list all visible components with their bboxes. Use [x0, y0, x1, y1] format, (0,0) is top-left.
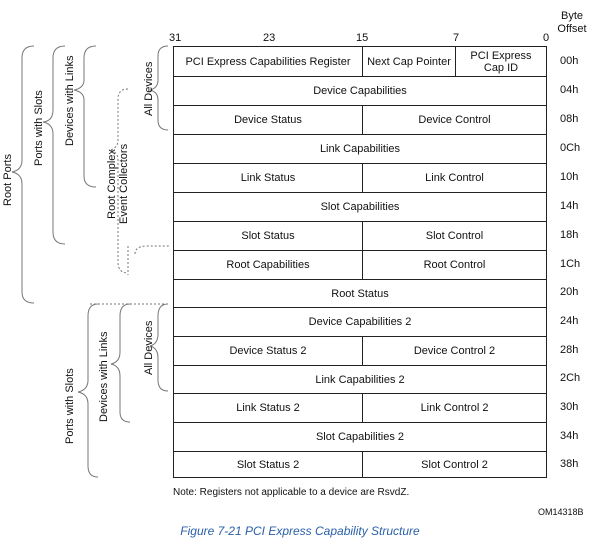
register-cell: Device Status — [234, 114, 302, 126]
bit-label-0: 0 — [543, 32, 550, 44]
dashed-connector-rc-top — [134, 245, 170, 255]
register-row-00h: PCI Express Capabilities Register Next C… — [174, 47, 546, 76]
offset-label: 20h — [560, 286, 579, 298]
label-rc-event-collectors: Root Complex Event Collectors — [106, 144, 130, 224]
offset-label: 30h — [560, 401, 579, 413]
label-ports-with-slots-top: Ports with Slots — [33, 90, 45, 166]
label-devices-with-links-top: Devices with Links — [64, 55, 76, 146]
bit-label-31: 31 — [169, 32, 182, 44]
register-cell: Root Control — [362, 251, 546, 279]
label-root-ports: Root Ports — [2, 154, 14, 206]
register-cell: Link Control — [362, 164, 546, 192]
register-cell: Slot Control — [362, 222, 546, 250]
register-row-04h: Device Capabilities — [174, 76, 546, 105]
register-row-20h: Root Status — [174, 279, 546, 307]
register-cell: Device Capabilities 2 — [308, 316, 412, 328]
footnote: Note: Registers not applicable to a devi… — [173, 487, 410, 498]
register-row-24h: Device Capabilities 2 — [174, 307, 546, 336]
offset-label: 1Ch — [560, 258, 581, 270]
bit-label-23: 23 — [263, 32, 276, 44]
offset-label: 08h — [560, 113, 579, 125]
register-row-34h: Slot Capabilities 2 — [174, 422, 546, 451]
register-cell: Device Status 2 — [229, 345, 307, 357]
register-row-38h: Slot Status 2 Slot Control 2 — [174, 451, 546, 477]
bracket-ports-with-slots-bottom — [77, 303, 99, 478]
register-cell: Slot Status — [241, 230, 295, 242]
label-rc-line2: Event Collectors — [118, 143, 130, 224]
label-all-devices-top: All Devices — [143, 61, 155, 116]
register-cell: Device Control — [362, 106, 546, 134]
register-cell: Root Status — [331, 287, 389, 300]
offset-label: 28h — [560, 344, 579, 356]
offset-label: 14h — [560, 200, 579, 212]
offset-label: 00h — [560, 55, 579, 67]
label-all-devices-bottom: All Devices — [143, 320, 155, 375]
label-rc-line1: Root Complex — [106, 149, 118, 219]
register-cell: PCI Express Capabilities Register — [185, 55, 351, 68]
register-row-10h: Link Status Link Control — [174, 163, 546, 192]
label-ports-with-slots-bottom: Ports with Slots — [64, 368, 76, 444]
register-cell: Next Cap Pointer — [362, 47, 455, 76]
register-cell: Link Capabilities 2 — [315, 373, 405, 386]
register-cell: Device Control 2 — [362, 337, 546, 365]
register-cell: Device Capabilities — [313, 85, 407, 97]
offset-label: 10h — [560, 171, 579, 183]
bracket-all-devices-top — [149, 45, 169, 131]
register-row-08h: Device Status Device Control — [174, 105, 546, 134]
register-row-14h: Slot Capabilities — [174, 192, 546, 221]
register-cell: Link Control 2 — [362, 394, 546, 422]
offset-label: 34h — [560, 430, 579, 442]
bracket-ports-with-slots-top — [42, 45, 66, 245]
register-cell: Slot Control 2 — [362, 452, 546, 477]
offset-label: 0Ch — [560, 142, 581, 154]
bit-label-15: 15 — [356, 32, 369, 44]
register-cell: PCI Express Cap ID — [455, 47, 546, 76]
bit-label-7: 7 — [453, 32, 460, 44]
bracket-all-devices-bottom — [149, 303, 169, 392]
register-row-28h: Device Status 2 Device Control 2 — [174, 336, 546, 365]
byte-offset-header-line2: Offset — [557, 23, 587, 35]
bracket-root-ports — [11, 45, 35, 304]
register-cell: Slot Capabilities — [320, 201, 400, 213]
offset-label: 04h — [560, 84, 579, 96]
register-cell: Link Capabilities — [319, 143, 401, 155]
byte-offset-header-line1: Byte — [560, 10, 583, 22]
register-cell: Slot Status 2 — [236, 458, 300, 471]
figure-reference-id: OM14318B — [538, 507, 584, 517]
label-devices-with-links-bottom: Devices with Links — [98, 331, 110, 422]
offset-label: 2Ch — [560, 372, 581, 384]
register-row-30h: Link Status 2 Link Control 2 — [174, 393, 546, 422]
offset-label: 24h — [560, 315, 579, 327]
offset-label: 38h — [560, 458, 579, 470]
register-row-2ch: Link Capabilities 2 — [174, 365, 546, 393]
register-row-1ch: Root Capabilities Root Control — [174, 250, 546, 279]
byte-offset-header: Byte Offset — [552, 10, 592, 36]
bracket-devices-with-links-top — [73, 45, 97, 188]
register-cell: Link Status — [240, 172, 296, 184]
register-row-18h: Slot Status Slot Control — [174, 221, 546, 250]
register-grid: PCI Express Capabilities Register Next C… — [173, 46, 547, 478]
register-cell: Slot Capabilities 2 — [315, 431, 405, 443]
figure-caption: Figure 7-21 PCI Express Capability Struc… — [180, 524, 420, 538]
register-cell: Root Capabilities — [226, 259, 310, 271]
offset-label: 18h — [560, 229, 579, 241]
bracket-devices-with-links-bottom — [110, 303, 131, 423]
register-cell: Link Status 2 — [236, 402, 300, 414]
register-row-0ch: Link Capabilities — [174, 134, 546, 163]
